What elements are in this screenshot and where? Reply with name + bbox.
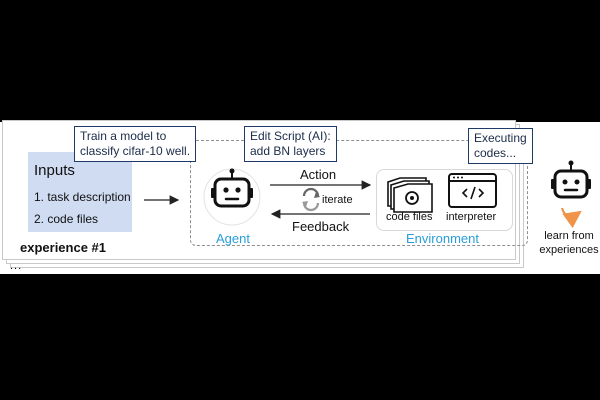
edit-script-callout: Edit Script (AI): add BN layers (244, 126, 337, 162)
input-item-code-files: 2. code files (34, 212, 99, 226)
experience-label: experience #1 (20, 240, 107, 255)
learn-label-line-2: experiences (539, 244, 599, 256)
iterate-cycle-icon (302, 187, 320, 212)
more-experiences-ellipsis: ... (10, 260, 23, 272)
train-callout-line-2: classify cifar-10 well. (80, 144, 191, 158)
learner-robot-icon (551, 160, 591, 199)
edit-callout-line-2: add BN layers (250, 144, 326, 158)
exec-callout-line-1: Executing (474, 131, 527, 145)
learn-label: learn from experiences (537, 229, 600, 257)
code-files-label: code files (386, 211, 433, 223)
code-files-icon-overlay (387, 177, 433, 213)
learn-curved-arrow (560, 207, 582, 229)
exec-callout-line-2: codes... (474, 146, 517, 160)
agent-robot-icon (203, 168, 261, 226)
train-callout-line-1: Train a model to (80, 129, 167, 143)
iterate-label: iterate (322, 194, 353, 206)
inputs-box: Inputs 1. task description 2. code files (28, 152, 132, 232)
learn-label-line-1: learn from (544, 230, 594, 242)
interpreter-icon-overlay (448, 173, 497, 208)
interpreter-label: interpreter (446, 211, 497, 223)
feedback-label: Feedback (292, 219, 350, 234)
inputs-title: Inputs (34, 162, 75, 179)
input-item-task-description: 1. task description (34, 190, 131, 204)
agent-environment-loop-region (190, 140, 528, 246)
train-task-callout: Train a model to classify cifar-10 well. (74, 126, 197, 162)
environment-label: Environment (406, 231, 479, 246)
action-label: Action (300, 167, 337, 182)
executing-callout: Executing codes... (468, 128, 533, 164)
agent-label: Agent (216, 231, 250, 246)
edit-callout-line-1: Edit Script (AI): (250, 129, 331, 143)
